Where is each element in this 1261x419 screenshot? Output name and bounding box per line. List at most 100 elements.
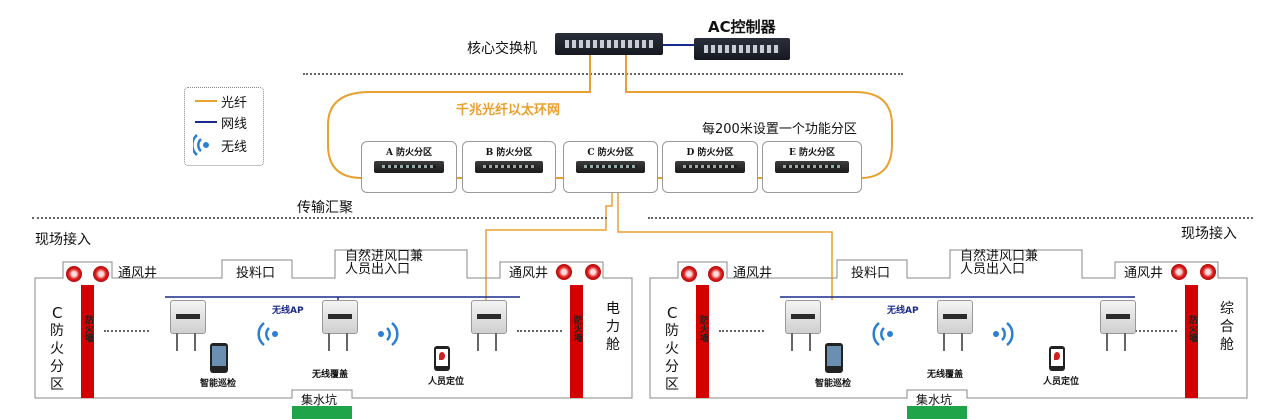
wireless-ap-label: 无线AP [887, 306, 919, 316]
wireless-ap-3 [1100, 300, 1136, 334]
fire-wall-right-label: 防火墙 [572, 315, 582, 342]
fire-wall-left-label: 防火墙 [698, 315, 708, 342]
shaft-right-label: 通风井 [1124, 266, 1164, 281]
wireless-coverage-label: 无线覆盖 [927, 370, 964, 380]
shaft-left-label: 通风井 [118, 266, 158, 281]
vent-fan-icon [66, 266, 82, 282]
dots [104, 330, 149, 332]
wireless-ap-1 [170, 300, 206, 334]
fire-zone-e: E 防火分区 [762, 141, 862, 193]
fire-zone-b: B 防火分区 [462, 141, 556, 193]
dots [719, 330, 764, 332]
wireless-ap-1 [785, 300, 821, 334]
ap-antenna [477, 333, 479, 351]
ring-switch-e [775, 161, 849, 173]
legend: 光纤 网线 无线 [184, 87, 264, 166]
network-link [663, 44, 695, 46]
zone-c-letter: C [52, 304, 63, 322]
ring-switch-c [576, 161, 645, 173]
ap-antenna [1106, 333, 1108, 351]
feed-port-label: 投料口 [236, 266, 276, 281]
intake-label-line1: 自然进风口兼 [960, 249, 1039, 264]
smart-patrol-label: 智能巡检 [200, 379, 237, 389]
intake-label-line1: 自然进风口兼 [345, 249, 424, 264]
ring-note: 每200米设置一个功能分区 [702, 122, 857, 137]
smartphone-icon [825, 343, 843, 373]
wireless-ap-label: 无线AP [272, 306, 304, 316]
field-access-label-right: 现场接入 [1181, 226, 1237, 242]
tunnel-left-outline [34, 249, 633, 399]
wireless-signal-icon [378, 322, 399, 346]
intake-label-line2: 人员出入口 [960, 262, 1026, 277]
fire-wall-left-label: 防火墙 [83, 315, 93, 342]
divider-right [648, 217, 1253, 219]
zone-name-vertical: 防火分区 [665, 323, 679, 393]
fire-wall-left: 防火墙 [696, 285, 709, 398]
ap-antenna [495, 333, 497, 351]
wireless-signal-icon [257, 322, 278, 346]
wireless-coverage-label: 无线覆盖 [312, 370, 349, 380]
vent-fan-icon [556, 264, 572, 280]
fire-zone-a: A 防火分区 [361, 141, 457, 193]
fire-zone-e-label: E 防火分区 [789, 148, 835, 158]
ap-antenna [791, 333, 793, 351]
dots [517, 330, 562, 332]
cabin-label-vertical: 电力舱 [606, 301, 620, 353]
wireless-signal-icon [993, 322, 1014, 346]
wireless-ap-2 [322, 300, 358, 334]
smartphone-icon [210, 343, 228, 373]
ap-antenna [809, 333, 811, 351]
dots [1132, 330, 1177, 332]
vent-fan-icon [708, 266, 724, 282]
legend-wireless-label: 无线 [221, 140, 248, 155]
tunnel-right-outline [649, 249, 1248, 399]
shaft-left-label: 通风井 [733, 266, 773, 281]
feed-port-label: 投料口 [851, 266, 891, 281]
ring-title: 千兆光纤以太环网 [456, 103, 561, 118]
fire-zone-d: D 防火分区 [662, 141, 758, 193]
wireless-signal-icon [872, 322, 893, 346]
fire-zone-b-label: B 防火分区 [485, 148, 533, 158]
sump-label: 集水坑 [301, 393, 338, 407]
cabin-label-vertical: 综合舱 [1220, 301, 1234, 353]
ap-antenna [176, 333, 178, 351]
network-legend-line [195, 121, 217, 123]
core-switch-device [555, 33, 663, 55]
ap-antenna [194, 333, 196, 351]
legend-fiber-label: 光纤 [221, 96, 248, 111]
location-phone-icon [434, 346, 450, 371]
wireless-ap-3 [471, 300, 507, 334]
location-phone-icon [1049, 346, 1065, 371]
divider-top [303, 73, 903, 75]
ap-antenna [328, 333, 330, 351]
vent-fan-icon [681, 266, 697, 282]
fire-wall-left: 防火墙 [81, 285, 94, 398]
fire-zone-c-label: C 防火分区 [587, 148, 634, 158]
intake-label-line2: 人员出入口 [345, 262, 411, 277]
ring-switch-a [374, 161, 444, 173]
vent-fan-icon [1200, 264, 1216, 280]
ap-antenna [1124, 333, 1126, 351]
fiber-legend-line [195, 100, 217, 102]
fire-wall-right-label: 防火墙 [1187, 315, 1197, 342]
fire-zone-c: C 防火分区 [563, 141, 658, 193]
fire-wall-right: 防火墙 [1185, 285, 1198, 398]
vent-fan-icon [585, 264, 601, 280]
personnel-location-label: 人员定位 [1043, 377, 1080, 387]
ap-antenna [346, 333, 348, 351]
ring-switch-b [475, 161, 543, 173]
core-switch-label: 核心交换机 [467, 41, 537, 57]
ap-antenna [961, 333, 963, 351]
field-access-label-left: 现场接入 [35, 232, 91, 248]
fire-wall-right: 防火墙 [570, 285, 583, 398]
divider-left [32, 217, 607, 219]
smart-patrol-label: 智能巡检 [815, 379, 852, 389]
personnel-location-label: 人员定位 [428, 377, 465, 387]
vent-fan-icon [93, 266, 109, 282]
sump-pit [292, 406, 352, 419]
ring-switch-d [675, 161, 745, 173]
ap-antenna [943, 333, 945, 351]
fire-zone-a-label: A 防火分区 [385, 148, 433, 158]
wireless-signal-icon [193, 134, 209, 156]
fire-zone-d-label: D 防火分区 [686, 148, 734, 158]
